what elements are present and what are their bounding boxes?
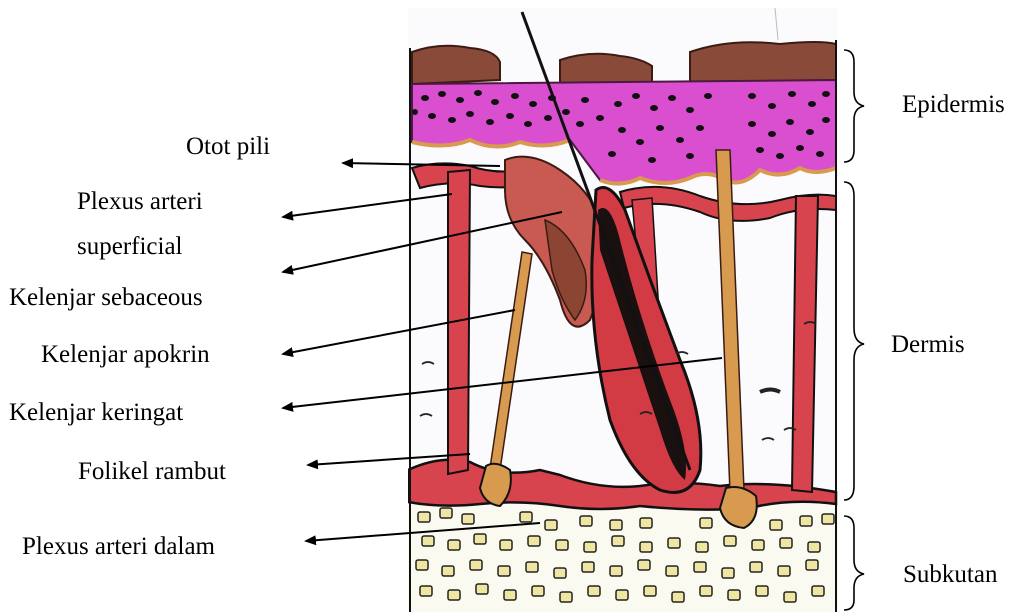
- label-kelenjar-apokrin: Kelenjar apokrin: [41, 342, 210, 367]
- label-plexus-arteri-dalam: Plexus arteri dalam: [22, 534, 215, 559]
- label-plexus-superficial-line1: Plexus arteri: [77, 189, 203, 214]
- brace-subkutan: [844, 516, 864, 610]
- label-dermis: Dermis: [891, 332, 965, 357]
- layer-braces: [844, 50, 864, 610]
- brace-dermis: [844, 182, 864, 500]
- label-kelenjar-sebaceous: Kelenjar sebaceous: [9, 285, 203, 310]
- label-folikel-rambut: Folikel rambut: [78, 459, 226, 484]
- label-epidermis: Epidermis: [902, 92, 1005, 117]
- brace-epidermis: [844, 50, 864, 162]
- label-kelenjar-keringat: Kelenjar keringat: [9, 400, 183, 425]
- label-plexus-superficial-line2: superficial: [77, 234, 183, 259]
- label-subkutan: Subkutan: [903, 562, 997, 587]
- label-otot-pili: Otot pili: [186, 134, 270, 159]
